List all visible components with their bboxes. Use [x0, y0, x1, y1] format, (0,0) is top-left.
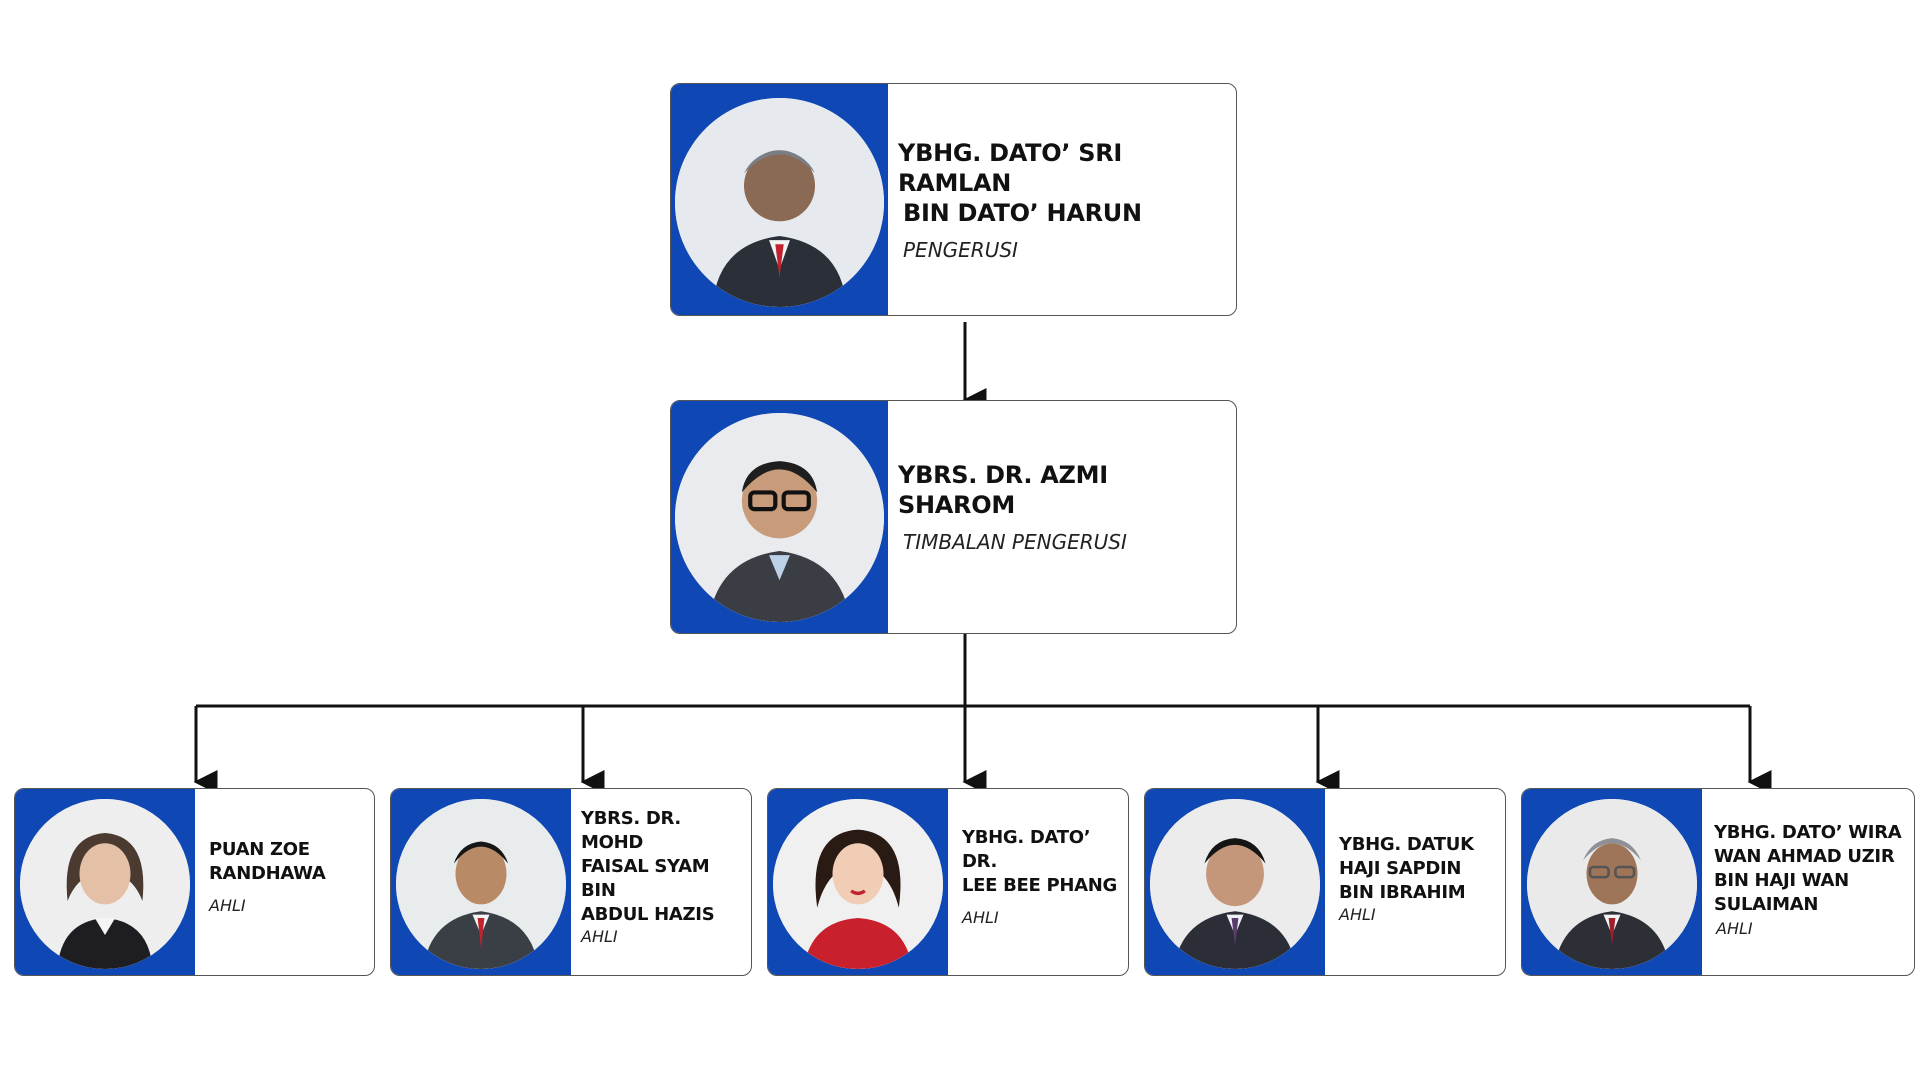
- card-member-2: YBRS. DR. MOHD FAISAL SYAM BIN ABDUL HAZ…: [390, 788, 752, 976]
- member-name: YBHG. DATUK HAJI SAPDIN BIN IBRAHIM: [1339, 833, 1474, 903]
- portrait-icon: [675, 413, 884, 622]
- member-role: AHLI: [581, 926, 618, 946]
- member-role: AHLI: [1339, 904, 1376, 924]
- member-role: AHLI: [962, 907, 999, 927]
- member-name: YBRS. DR. AZMI SHAROM: [898, 461, 1108, 519]
- portrait-icon: [1150, 799, 1320, 969]
- card-chairman: YBHG. DATO’ SRI RAMLAN BIN DATO’ HARUN P…: [670, 83, 1237, 316]
- member-name: YBHG. DATO’ DR. LEE BEE PHANG: [962, 826, 1118, 896]
- portrait-icon: [1527, 799, 1697, 969]
- member-role: AHLI: [1716, 918, 1753, 938]
- card-member-1: PUAN ZOE RANDHAWA AHLI: [14, 788, 375, 976]
- member-name: PUAN ZOE RANDHAWA: [209, 838, 326, 884]
- card-member-4: YBHG. DATUK HAJI SAPDIN BIN IBRAHIM AHLI: [1144, 788, 1506, 976]
- member-name: YBHG. DATO’ WIRA WAN AHMAD UZIR BIN HAJI…: [1714, 821, 1902, 915]
- card-member-5: YBHG. DATO’ WIRA WAN AHMAD UZIR BIN HAJI…: [1521, 788, 1915, 976]
- member-role: PENGERUSI: [903, 237, 1018, 262]
- portrait-icon: [20, 799, 190, 969]
- portrait-icon: [396, 799, 566, 969]
- card-member-3: YBHG. DATO’ DR. LEE BEE PHANG AHLI: [767, 788, 1129, 976]
- member-name: YBHG. DATO’ SRI RAMLAN BIN DATO’ HARUN: [898, 138, 1142, 227]
- deputy-info: YBRS. DR. AZMI SHAROM TIMBALAN PENGERUSI: [898, 401, 1226, 633]
- member-info: PUAN ZOE RANDHAWA AHLI: [209, 789, 366, 975]
- member-role: TIMBALAN PENGERUSI: [903, 530, 1127, 554]
- chairman-info: YBHG. DATO’ SRI RAMLAN BIN DATO’ HARUN P…: [898, 84, 1226, 315]
- member-name: YBRS. DR. MOHD FAISAL SYAM BIN ABDUL HAZ…: [581, 807, 715, 925]
- portrait-icon: [675, 98, 884, 307]
- member-info: YBHG. DATUK HAJI SAPDIN BIN IBRAHIM AHLI: [1339, 789, 1499, 975]
- member-info: YBHG. DATO’ DR. LEE BEE PHANG AHLI: [962, 789, 1122, 975]
- member-info: YBRS. DR. MOHD FAISAL SYAM BIN ABDUL HAZ…: [581, 789, 745, 975]
- portrait-icon: [773, 799, 943, 969]
- member-role: AHLI: [209, 895, 246, 915]
- member-info: YBHG. DATO’ WIRA WAN AHMAD UZIR BIN HAJI…: [1714, 789, 1910, 975]
- card-deputy-chairman: YBRS. DR. AZMI SHAROM TIMBALAN PENGERUSI: [670, 400, 1237, 634]
